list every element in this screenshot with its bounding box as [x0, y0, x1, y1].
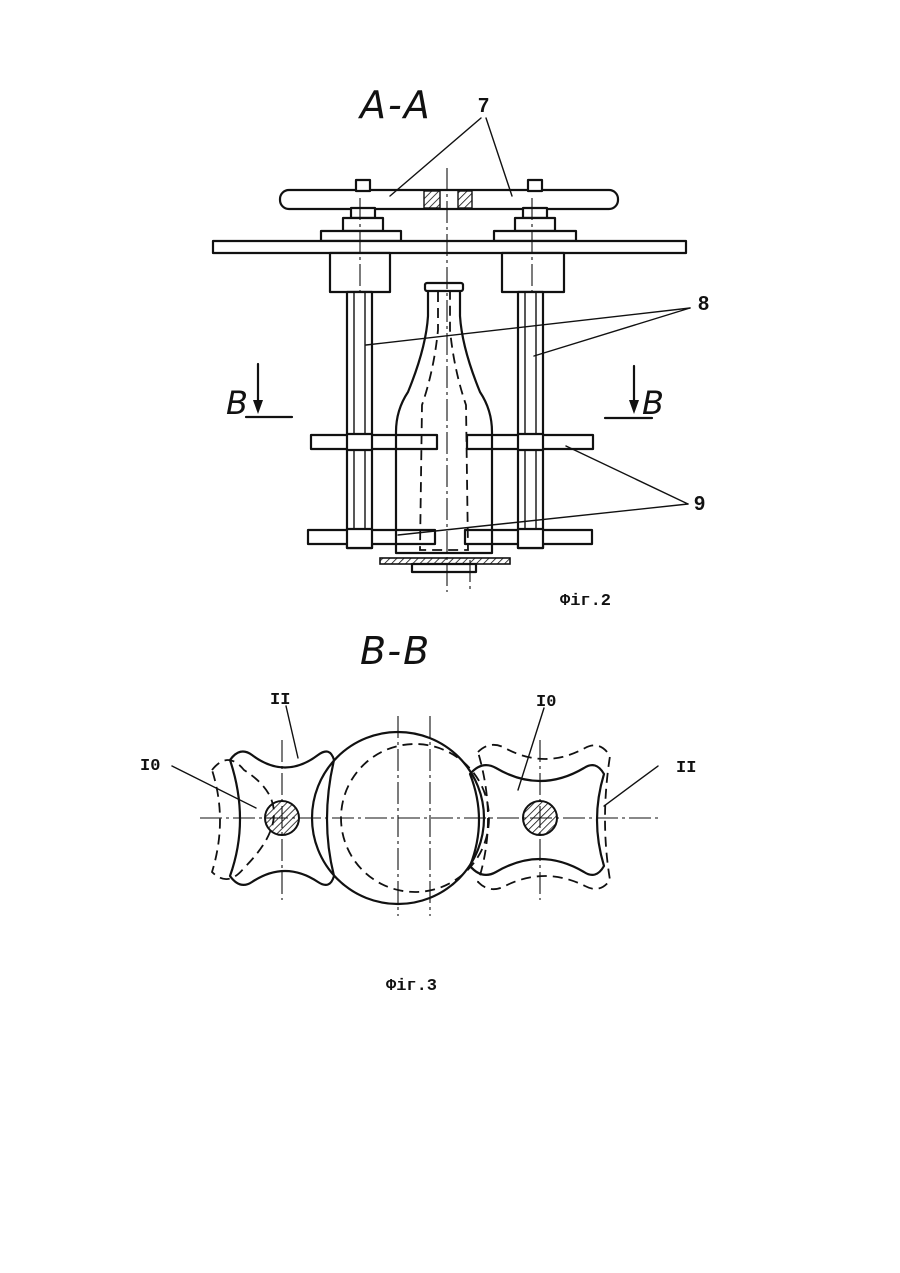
leader-7-left — [390, 118, 481, 196]
label-7: 7 — [478, 95, 489, 117]
plate-hub-section-left — [424, 191, 440, 208]
section-title-b-b: B-B — [360, 629, 431, 673]
left-rod-over-lower — [347, 529, 372, 548]
label-ii-right: II — [676, 759, 696, 778]
caption-fig-2: Фіг.2 — [560, 592, 611, 611]
figure-2: A-A — [213, 83, 709, 611]
leader-ii-right — [604, 766, 658, 806]
cut-mark-left: B — [226, 364, 292, 422]
frame-bar — [213, 241, 686, 253]
figure-3: B-B I0 II I0 II Фіг.3 — [140, 629, 696, 996]
right-rod-over-lower — [518, 529, 543, 548]
leader-i0-left — [172, 766, 256, 808]
leader-7-right — [486, 118, 512, 196]
label-ii-left: II — [270, 691, 290, 710]
right-bearing-block — [502, 253, 564, 292]
caption-fig-3: Фіг.3 — [386, 977, 437, 996]
svg-text:B: B — [642, 384, 666, 422]
right-rod-over-upper — [518, 434, 543, 450]
section-title-a-a: A-A — [357, 83, 432, 127]
left-rod — [347, 292, 372, 548]
right-rod — [518, 292, 543, 548]
label-i0-right: I0 — [536, 693, 556, 712]
leader-9-upper — [566, 446, 688, 504]
cut-mark-right: B — [605, 366, 666, 422]
left-upper-star-wheel — [311, 435, 437, 449]
bottle-outline — [396, 290, 492, 553]
top-plate — [280, 190, 618, 209]
base-hub — [412, 564, 476, 572]
bottle-cap — [425, 283, 463, 291]
svg-text:B: B — [226, 384, 250, 422]
left-rod-over-upper — [347, 434, 372, 450]
leader-8-right — [534, 308, 690, 356]
leader-ii-left — [286, 706, 298, 758]
label-i0-left: I0 — [140, 757, 160, 776]
plate-hub-section-right — [458, 191, 472, 208]
label-8: 8 — [698, 293, 709, 315]
label-9: 9 — [694, 493, 705, 515]
